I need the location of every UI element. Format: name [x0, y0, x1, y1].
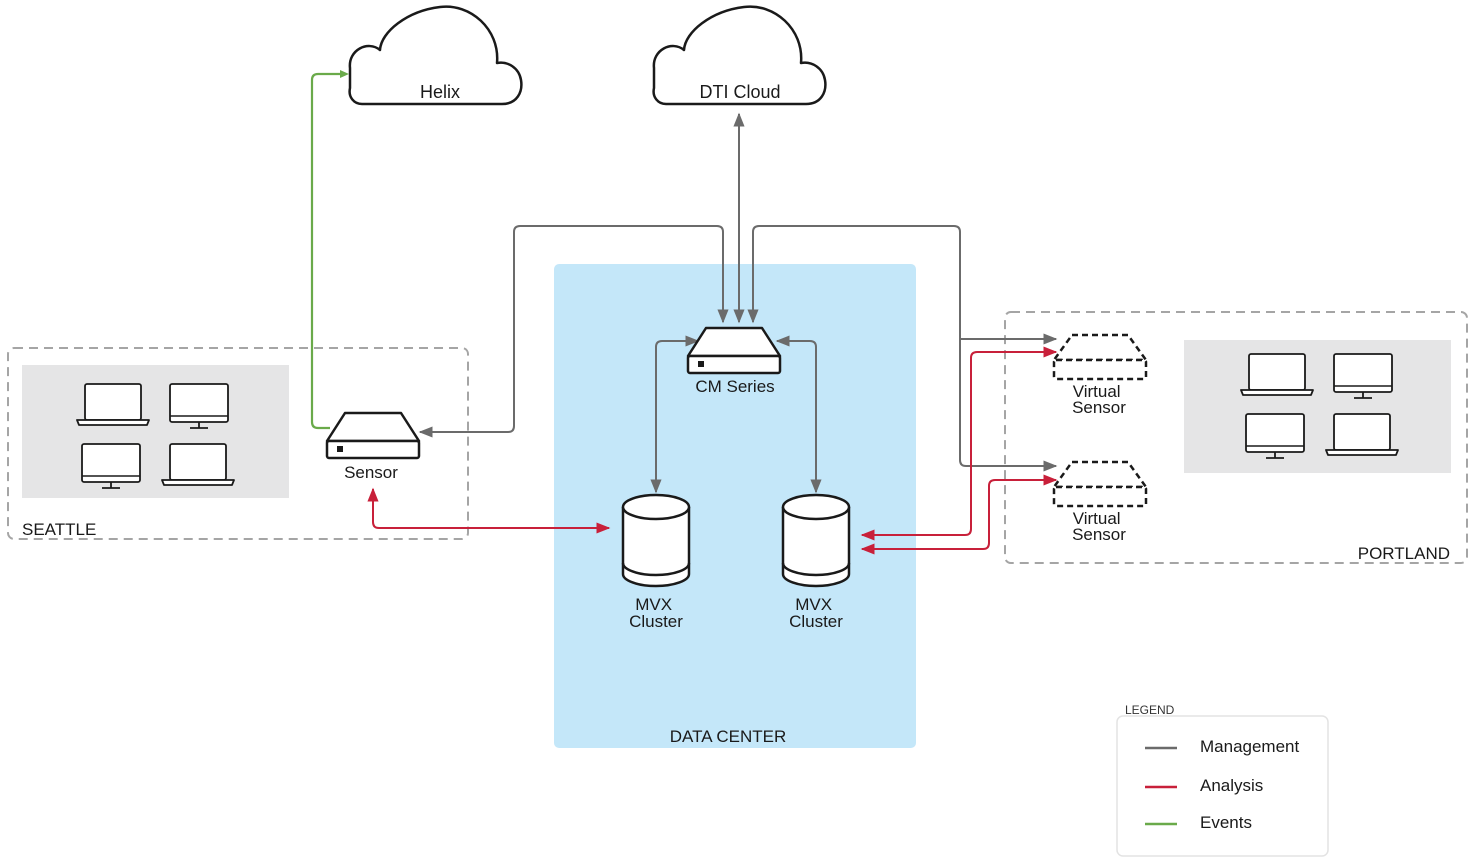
virtual-sensor-bottom-label: Virtual Sensor	[1072, 509, 1126, 544]
data-center-zone-label: DATA CENTER	[670, 727, 787, 746]
virtual-sensor-top-icon	[1052, 333, 1148, 381]
sensor-appliance-icon	[325, 411, 421, 460]
portland-zone	[1004, 311, 1468, 564]
management-link-cm-mvx-left	[650, 335, 700, 494]
seattle-endpoints-panel	[22, 365, 289, 498]
portland-endpoints-panel	[1184, 340, 1451, 473]
virtual-sensor-bottom-icon	[1052, 460, 1148, 508]
legend-events-label: Events	[1200, 813, 1252, 832]
laptop-icon	[1325, 413, 1399, 456]
mvx-cluster-right-icon	[781, 493, 851, 588]
legend-box	[1116, 715, 1329, 857]
mvx-cluster-left-icon	[621, 493, 691, 588]
sensor-label: Sensor	[344, 463, 398, 482]
legend-analysis-label: Analysis	[1200, 776, 1263, 795]
monitor-icon	[1333, 353, 1393, 399]
analysis-link-sensor-mvx	[367, 487, 611, 534]
cm-series-label: CM Series	[695, 377, 774, 396]
legend-title: LEGEND	[1125, 703, 1175, 717]
monitor-icon	[169, 383, 229, 429]
mvx-cluster-right-label: MVX Cluster	[789, 595, 843, 631]
dti-cloud-label: DTI Cloud	[699, 82, 780, 102]
seattle-zone	[7, 347, 469, 540]
cm-series-appliance-icon	[686, 326, 782, 375]
helix-cloud-icon	[348, 5, 523, 106]
portland-zone-label: PORTLAND	[1358, 544, 1450, 563]
analysis-link-virtual-bottom-mvx	[860, 474, 1058, 555]
laptop-icon	[161, 443, 235, 486]
legend-management-label: Management	[1200, 737, 1300, 756]
dti-cloud-icon	[652, 5, 827, 106]
monitor-icon	[1245, 413, 1305, 459]
laptop-icon	[1240, 353, 1314, 396]
management-link-sensor-cm	[418, 225, 729, 438]
monitor-icon	[81, 443, 141, 489]
management-link-cm-mvx-right	[775, 335, 822, 494]
virtual-sensor-top-label: Virtual Sensor	[1072, 382, 1126, 417]
seattle-zone-label: SEATTLE	[22, 520, 96, 539]
mvx-cluster-left-label: MVX Cluster	[629, 595, 683, 631]
events-arrowhead	[340, 70, 349, 78]
laptop-icon	[76, 383, 150, 426]
events-link-sensor-helix	[310, 72, 346, 430]
helix-label: Helix	[420, 82, 460, 102]
